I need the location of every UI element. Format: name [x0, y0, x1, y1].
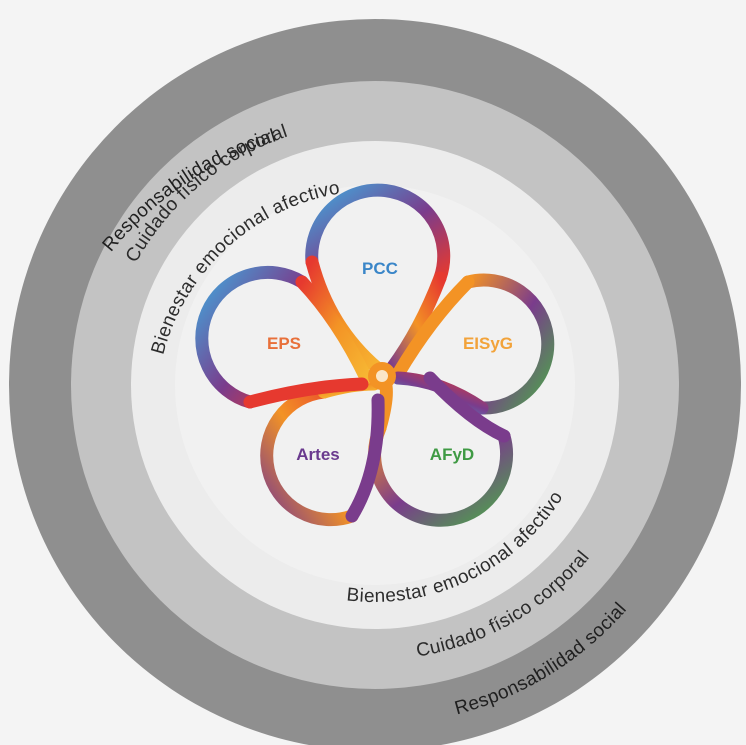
- artes-label: Artes: [296, 445, 339, 464]
- eisyg-petal-icon: [461, 273, 555, 415]
- afyd-petal-inner-icon: [423, 371, 511, 443]
- eps-petal-inner-icon: [295, 275, 373, 385]
- pcc-petal-inner-b-icon: [385, 271, 447, 375]
- eps-petal-icon: [195, 266, 309, 409]
- eisyg-label: EISyG: [463, 334, 513, 353]
- eps-label: EPS: [267, 334, 301, 353]
- artes-petal-icon: [260, 385, 359, 527]
- pcc-petal-icon: [305, 183, 451, 285]
- eisyg-petal-inner-icon: [391, 275, 475, 381]
- center-knot-icon: [368, 362, 396, 390]
- artes-petal-inner-b-icon: [345, 393, 385, 523]
- petal-emblem: [195, 183, 555, 527]
- eps-petal-inner-b-icon: [243, 377, 369, 409]
- pcc-label: PCC: [362, 259, 398, 278]
- afyd-label: AFyD: [430, 445, 474, 464]
